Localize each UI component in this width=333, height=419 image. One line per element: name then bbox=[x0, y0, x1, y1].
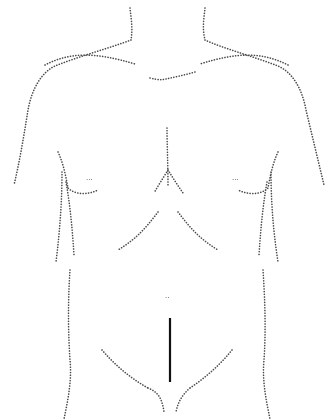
neck-right-outline bbox=[203, 8, 205, 40]
left-clavicle bbox=[45, 55, 135, 65]
left-inner-arm-a bbox=[271, 172, 278, 262]
sternal-notch bbox=[150, 72, 195, 80]
right-breast-fold bbox=[58, 152, 98, 194]
left-flank bbox=[263, 270, 270, 419]
left-breast-fold bbox=[238, 152, 278, 194]
pubic-line bbox=[148, 388, 164, 412]
sternum-right-branch bbox=[168, 170, 183, 193]
right-costal-margin bbox=[118, 212, 158, 250]
right-shoulder-outline bbox=[205, 40, 324, 185]
right-inner-arm-a bbox=[56, 172, 62, 262]
left-inguinal-line bbox=[190, 350, 232, 388]
right-inguinal-line bbox=[102, 350, 148, 388]
pubic-line-right bbox=[176, 388, 190, 412]
right-clavicle bbox=[200, 55, 288, 65]
left-costal-margin bbox=[178, 212, 218, 250]
right-inner-arm-b bbox=[66, 182, 74, 255]
sternum-line bbox=[167, 128, 168, 185]
left-breast-marker: ··· bbox=[232, 176, 239, 184]
right-flank bbox=[64, 270, 71, 419]
right-breast-marker: ··· bbox=[86, 176, 93, 184]
sternum-left-branch bbox=[154, 170, 168, 193]
left-shoulder-outline bbox=[14, 40, 131, 185]
umbilicus-marker: ·· bbox=[165, 294, 169, 302]
neck-left-outline bbox=[130, 8, 132, 40]
